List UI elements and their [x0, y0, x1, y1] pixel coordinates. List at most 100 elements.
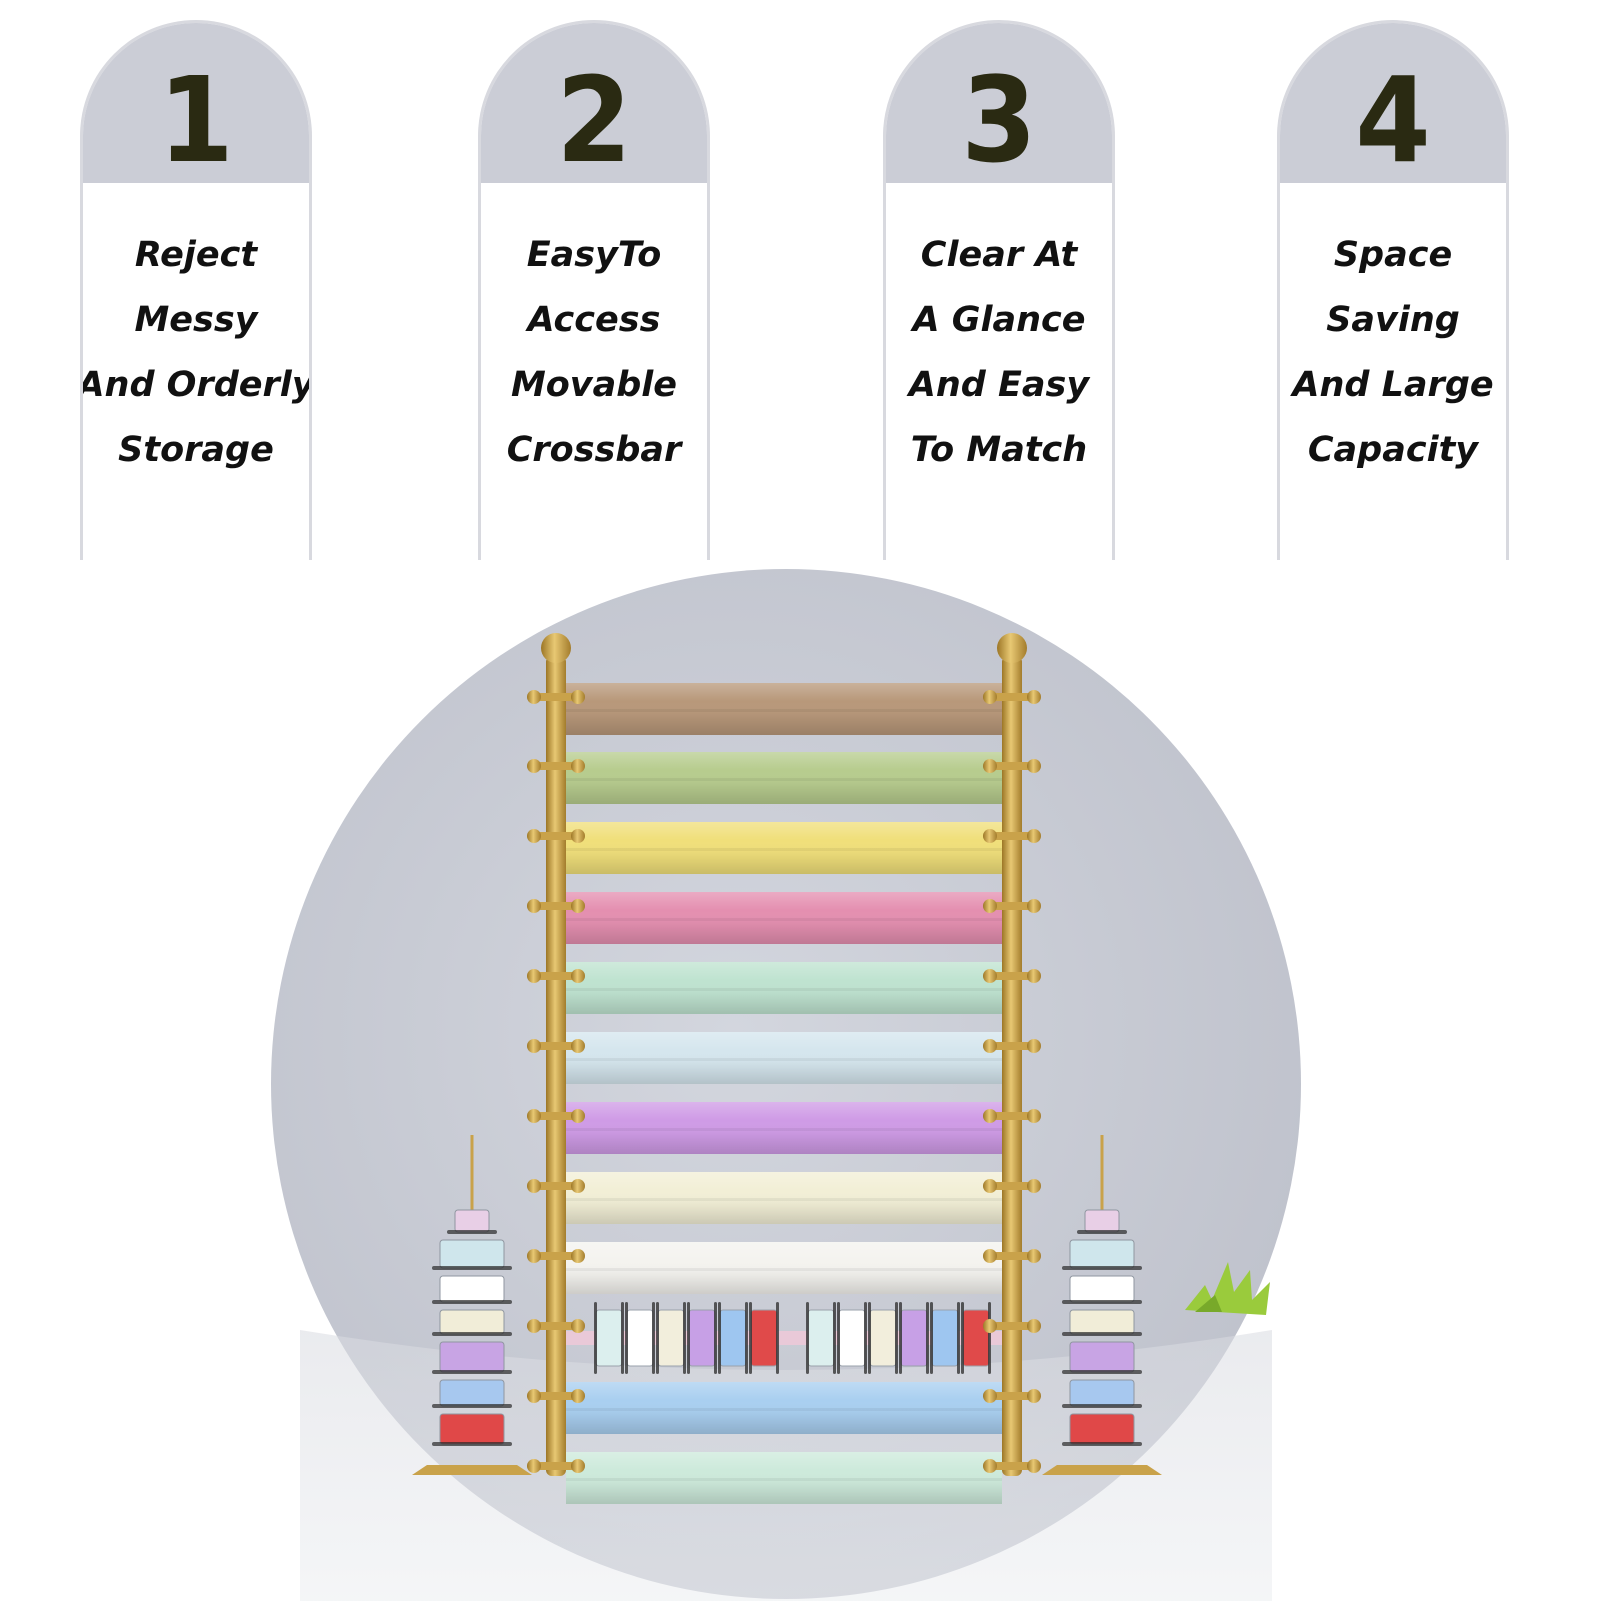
paper-roll-seam: [566, 848, 1002, 851]
paper-roll-seam: [566, 918, 1002, 921]
ribbon-spool: [657, 1309, 685, 1367]
spool-flange: [930, 1302, 933, 1374]
paper-roll-seam: [566, 1058, 1002, 1061]
roll-peg: [534, 1322, 578, 1330]
spool-flange: [594, 1302, 597, 1374]
peg-knob: [527, 969, 541, 983]
peg-knob: [1027, 899, 1041, 913]
stand-rod: [1100, 1135, 1104, 1215]
spool-flange: [833, 1302, 836, 1374]
peg-knob: [1027, 1179, 1041, 1193]
ribbon-spool: [750, 1309, 778, 1367]
paper-roll-shading: [566, 1382, 1002, 1434]
roll-peg: [534, 1112, 578, 1120]
ribbon-spool: [595, 1309, 623, 1367]
side-spool-flange: [1062, 1442, 1142, 1446]
roll-peg: [534, 1252, 578, 1260]
card-header: 4: [1280, 23, 1506, 183]
rack-upright: [1002, 656, 1022, 1476]
roll-peg: [990, 902, 1034, 910]
paper-roll-shading: [566, 1032, 1002, 1084]
paper-roll-seam: [566, 988, 1002, 991]
upright-finial: [541, 633, 571, 663]
rack-upright: [546, 656, 566, 1476]
peg-knob: [527, 1109, 541, 1123]
roll-peg: [990, 762, 1034, 770]
side-spool: [439, 1379, 505, 1407]
peg-knob: [1027, 1249, 1041, 1263]
feature-card-easy-access: 2 EasyTo Access Movable Crossbar: [478, 20, 710, 560]
side-spool-flange: [447, 1230, 497, 1234]
ribbon-spool: [962, 1309, 990, 1367]
feature-line: Access: [527, 300, 661, 340]
peg-knob: [983, 829, 997, 843]
spool-flange: [899, 1302, 902, 1374]
side-spool-flange: [432, 1332, 512, 1336]
peg-knob: [571, 1179, 585, 1193]
peg-knob: [1027, 759, 1041, 773]
roll-peg: [990, 1392, 1034, 1400]
paper-roll-shading: [566, 1242, 1002, 1294]
paper-roll-seam: [566, 1268, 1002, 1271]
side-spool-flange: [432, 1300, 512, 1304]
side-spool: [1069, 1309, 1135, 1335]
peg-knob: [1027, 1459, 1041, 1473]
peg-knob: [1027, 1319, 1041, 1333]
spool-flange: [988, 1302, 991, 1374]
peg-knob: [527, 1249, 541, 1263]
paper-roll-shading: [566, 683, 1002, 735]
roll-peg: [534, 693, 578, 701]
spool-flange: [625, 1302, 628, 1374]
peg-knob: [983, 1319, 997, 1333]
roll-peg: [990, 972, 1034, 980]
card-header: 1: [83, 23, 309, 183]
spool-flange: [745, 1302, 748, 1374]
paper-roll-seam: [566, 1478, 1002, 1481]
peg-knob: [983, 759, 997, 773]
peg-knob: [1027, 829, 1041, 843]
peg-knob: [983, 1179, 997, 1193]
paper-roll-seam: [566, 778, 1002, 781]
spool-flange: [776, 1302, 779, 1374]
spool-flange: [806, 1302, 809, 1374]
peg-knob: [571, 1109, 585, 1123]
stand-base: [1042, 1465, 1162, 1475]
paper-roll-shading: [566, 752, 1002, 804]
peg-knob: [527, 1319, 541, 1333]
paper-roll-shading: [566, 822, 1002, 874]
roll-peg: [534, 972, 578, 980]
ribbon-spool: [869, 1309, 897, 1367]
roll-peg: [534, 762, 578, 770]
roll-peg: [534, 1182, 578, 1190]
feature-number: 2: [556, 51, 632, 189]
peg-knob: [1027, 1109, 1041, 1123]
side-spool-flange: [1062, 1266, 1142, 1270]
side-spool: [439, 1309, 505, 1335]
peg-knob: [1027, 969, 1041, 983]
peg-knob: [983, 969, 997, 983]
paper-roll-seam: [566, 1408, 1002, 1411]
left-spool-stand: [412, 1135, 532, 1475]
feature-card-space-saving: 4 Space Saving And Large Capacity: [1277, 20, 1509, 560]
spool-flange: [652, 1302, 655, 1374]
side-spool: [439, 1239, 505, 1269]
peg-knob: [571, 969, 585, 983]
spool-flange: [957, 1302, 960, 1374]
feature-number: 3: [961, 51, 1037, 189]
side-spool-flange: [432, 1370, 512, 1374]
ribbon-spool: [807, 1309, 835, 1367]
roll-peg: [534, 902, 578, 910]
paper-roll-seam: [566, 709, 1002, 712]
rack-uprights: [527, 633, 1041, 1476]
peg-knob: [1027, 1389, 1041, 1403]
feature-line: To Match: [910, 430, 1088, 470]
spool-flange: [656, 1302, 659, 1374]
peg-knob: [527, 1179, 541, 1193]
paper-roll-shading: [566, 1452, 1002, 1504]
side-spool: [1069, 1275, 1135, 1303]
feature-line: Movable: [510, 365, 678, 405]
spool-flange: [621, 1302, 624, 1374]
peg-knob: [983, 1249, 997, 1263]
spool-flange: [926, 1302, 929, 1374]
stand-rod: [470, 1135, 474, 1215]
